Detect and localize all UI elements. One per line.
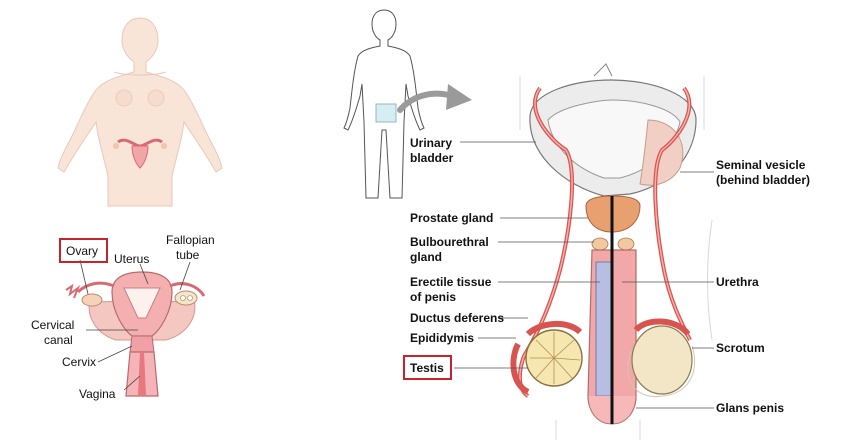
- label-fallopian-tube-line1: Fallopian: [166, 233, 215, 247]
- label-cervical-canal-line1: Cervical: [31, 318, 75, 332]
- male-body-silhouette: [343, 9, 425, 199]
- label-urinary-bladder-line1: Urinary: [410, 136, 453, 150]
- label-seminal-vesicle-line1: Seminal vesicle: [716, 158, 806, 172]
- label-urinary-bladder-line2: bladder: [410, 151, 454, 165]
- label-ductus-deferens: Ductus deferens: [410, 311, 505, 325]
- label-bulbourethral-gland-line2: gland: [410, 250, 442, 264]
- label-erectile-tissue-line1: Erectile tissue: [410, 275, 492, 289]
- label-ovary: Ovary: [66, 244, 99, 258]
- female-reproductive-diagram: [65, 259, 206, 397]
- female-body-silhouette: [57, 17, 223, 207]
- label-cervical-canal-line2: canal: [44, 333, 73, 347]
- label-epididymis: Epididymis: [410, 331, 475, 345]
- label-testis: Testis: [410, 361, 444, 375]
- male-reproductive-diagram: [454, 63, 714, 440]
- label-erectile-tissue-line2: of penis: [410, 290, 457, 304]
- arrow-icon: [397, 84, 472, 113]
- label-scrotum: Scrotum: [716, 341, 765, 355]
- label-vagina: Vagina: [79, 387, 116, 401]
- label-prostate-gland: Prostate gland: [410, 211, 494, 225]
- testis-highlight-box: [403, 355, 452, 380]
- label-fallopian-tube-line2: tube: [176, 248, 200, 262]
- label-cervix: Cervix: [62, 355, 97, 369]
- ovary-highlight-box: [59, 238, 108, 263]
- label-uterus: Uterus: [114, 252, 150, 266]
- label-glans-penis: Glans penis: [716, 401, 785, 415]
- label-bulbourethral-gland-line1: Bulbourethral: [410, 235, 489, 249]
- label-urethra: Urethra: [716, 275, 759, 289]
- label-seminal-vesicle-line2: (behind bladder): [716, 173, 810, 187]
